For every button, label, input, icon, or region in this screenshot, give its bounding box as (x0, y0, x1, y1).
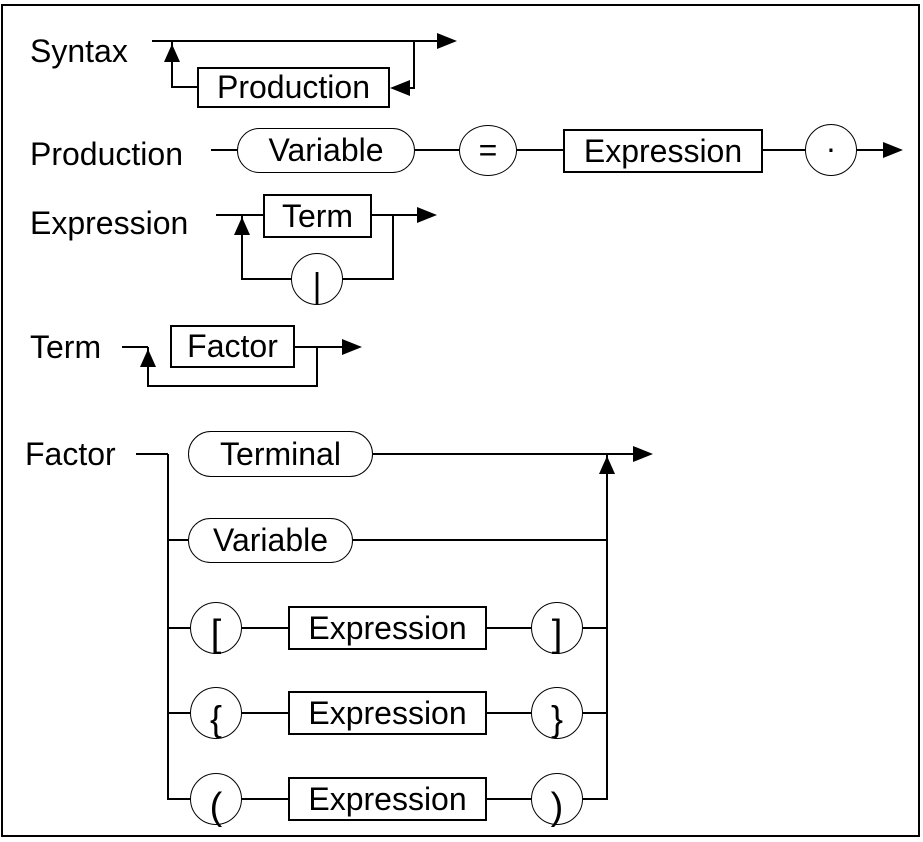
connector-line (415, 149, 459, 151)
node-equals-terminal: = (459, 125, 517, 176)
connector-line (167, 798, 190, 800)
period-glyph: . (826, 122, 836, 159)
connector-line (136, 453, 168, 455)
rule-label-production: Production (30, 136, 183, 172)
connector-line (295, 346, 342, 348)
equals-glyph: = (478, 132, 498, 168)
connector-line (583, 712, 607, 714)
connector-line (353, 539, 607, 541)
rbrace-glyph: } (550, 698, 564, 739)
lbrace-glyph: { (209, 698, 223, 739)
connector-line (316, 347, 318, 387)
connector-line (583, 627, 607, 629)
node-terminal: Terminal (188, 431, 373, 477)
node-rparen-terminal: ) (531, 773, 583, 828)
connector-line (487, 798, 531, 800)
connector-line (171, 41, 173, 87)
node-factor: Factor (170, 325, 295, 368)
connector-line (152, 40, 438, 42)
rule-label-term: Term (30, 329, 102, 365)
connector-line (763, 149, 805, 151)
node-variable: Variable (237, 128, 415, 173)
connector-line (413, 41, 415, 89)
connector-line (211, 149, 237, 151)
node-variable-2: Variable (188, 518, 353, 563)
lparen-glyph: ( (209, 785, 223, 828)
arrow-right-icon (883, 142, 903, 158)
bar-glyph: | (312, 266, 322, 305)
node-variable-2-label: Variable (212, 522, 329, 558)
connector-line (342, 278, 394, 280)
connector-line (487, 712, 531, 714)
node-production: Production (197, 67, 390, 108)
rule-label-expression: Expression (30, 205, 189, 241)
node-production-label: Production (217, 69, 370, 105)
node-factor-label: Factor (187, 328, 278, 364)
node-expression-2-label: Expression (308, 609, 467, 646)
node-term: Term (263, 194, 372, 238)
arrow-up-icon (140, 349, 156, 367)
node-terminal-label: Terminal (220, 435, 341, 472)
node-expression-label: Expression (583, 132, 743, 169)
connector-line (241, 215, 243, 279)
connector-line (147, 385, 318, 387)
arrow-right-icon (417, 207, 437, 223)
node-expression-3-label: Expression (308, 694, 467, 731)
node-period-terminal: . (805, 122, 857, 176)
connector-line (242, 798, 288, 800)
connector-line (857, 149, 884, 151)
node-expression: Expression (563, 129, 763, 173)
node-bar-terminal: | (291, 253, 343, 305)
node-lbrace-terminal: { (190, 687, 242, 739)
lbracket-glyph: [ (210, 612, 222, 655)
connector-line (242, 627, 288, 629)
node-lbracket-terminal: [ (190, 602, 242, 655)
rule-label-syntax: Syntax (30, 33, 128, 69)
connector-line (167, 712, 190, 714)
arrow-left-icon (390, 80, 410, 96)
connector-line (406, 87, 415, 89)
connector-line (147, 347, 149, 387)
rule-label-factor: Factor (25, 436, 116, 472)
connector-line (167, 627, 190, 629)
diagram-border (1, 4, 920, 837)
arrow-right-icon (342, 339, 362, 355)
arrow-right-icon (437, 33, 457, 49)
connector-line (242, 712, 288, 714)
connector-line (583, 798, 607, 800)
node-expression-4-label: Expression (308, 780, 467, 817)
arrow-up-icon (234, 217, 250, 235)
connector-line (171, 86, 198, 88)
rbracket-glyph: ] (551, 612, 563, 655)
node-rbracket-terminal: ] (531, 602, 583, 655)
connector-line (606, 453, 634, 455)
rparen-glyph: ) (550, 785, 564, 828)
connector-line (373, 453, 608, 455)
merge-line (606, 454, 608, 800)
connector-line (122, 346, 148, 348)
node-expression-2: Expression (288, 606, 487, 650)
node-term-label: Term (281, 197, 354, 234)
node-lparen-terminal: ( (190, 773, 242, 828)
arrow-up-icon (164, 44, 180, 62)
node-expression-3: Expression (288, 691, 487, 735)
connector-line (487, 627, 531, 629)
connector-line (517, 149, 563, 151)
node-variable-label: Variable (268, 132, 384, 168)
connector-line (241, 278, 292, 280)
connector-line (167, 539, 188, 541)
node-expression-4: Expression (288, 777, 487, 821)
arrow-right-icon (633, 446, 653, 462)
arrow-up-icon (599, 456, 615, 474)
connector-line (392, 215, 394, 279)
node-rbrace-terminal: } (531, 687, 583, 739)
